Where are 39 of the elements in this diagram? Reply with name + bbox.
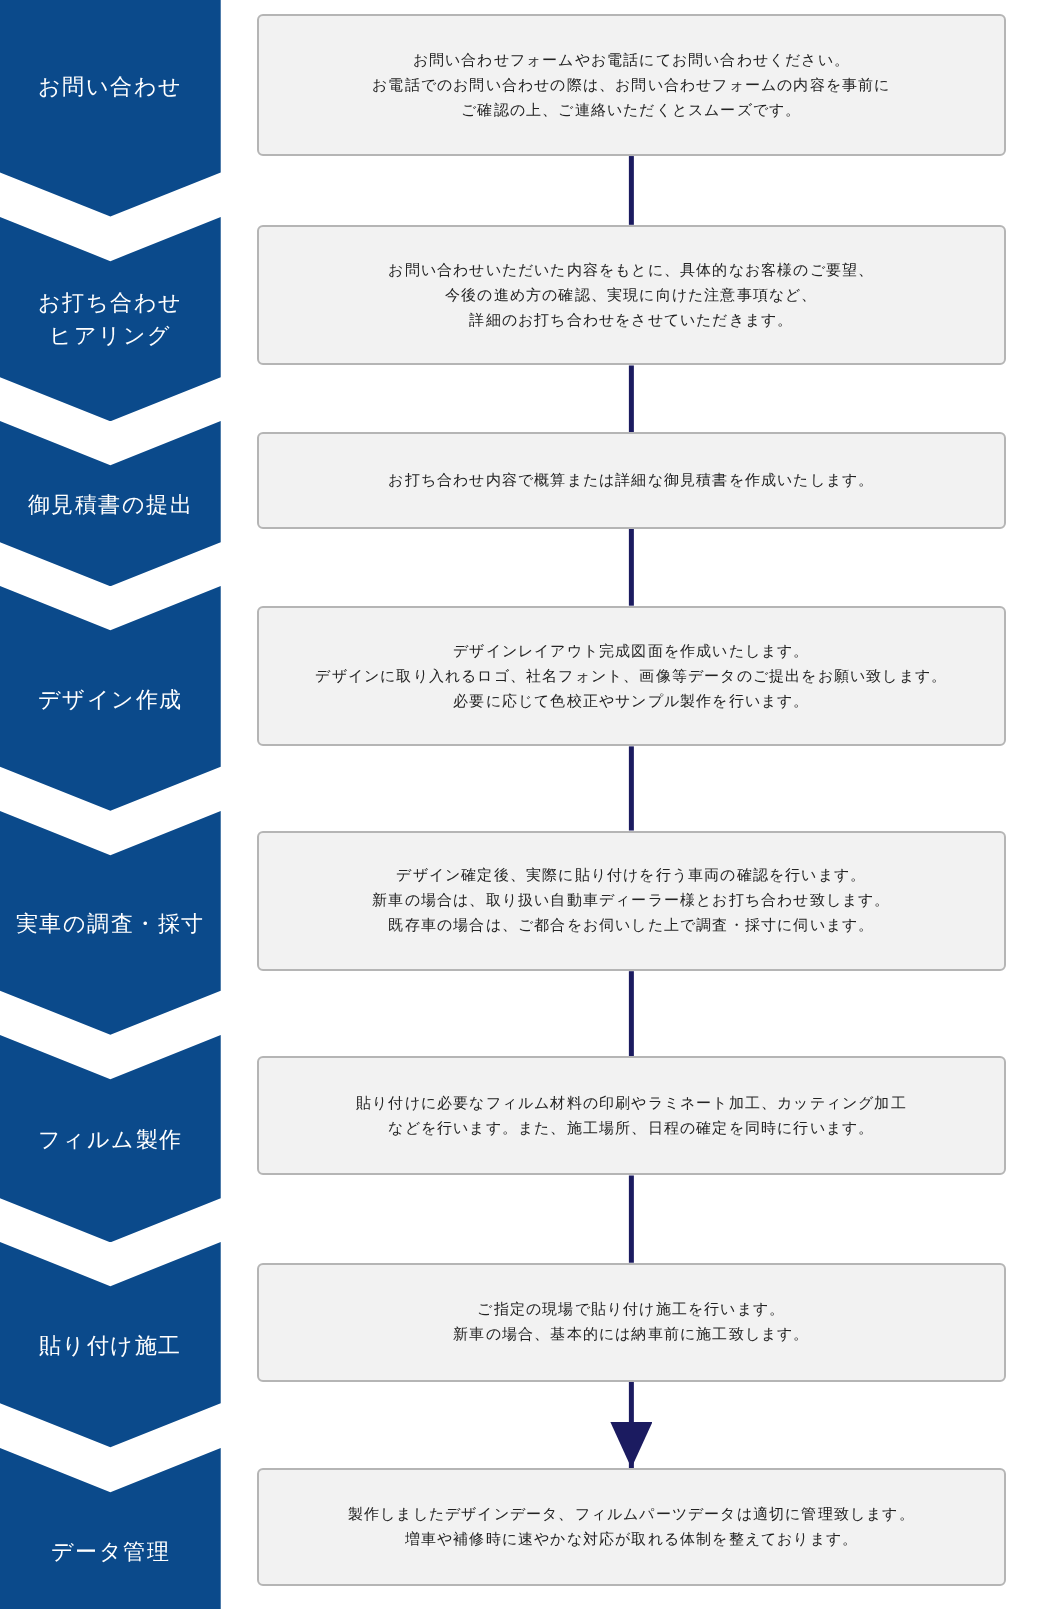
step-description: 製作しましたデザインデータ、フィルムパーツデータは適切に管理致します。増車や補修時に速やかな対応が取れる体制を整えております。	[347, 1505, 915, 1550]
step-band	[0, 1447, 221, 1609]
step-band	[0, 811, 221, 1035]
step-title: デザイン作成	[36, 685, 184, 714]
step-description: ご指定の現場で貼り付け施工を行います。新車の場合、基本的には納車前に施工致します。	[453, 1300, 810, 1345]
step-band	[0, 216, 221, 421]
step-box	[256, 224, 1007, 366]
step-description: 貼り付けに必要なフィルム材料の印刷やラミネート加工、カッティング加工などを行います。また、施工場所、日程の確定を同時に行います。	[355, 1093, 907, 1138]
step-title: フィルム製作	[36, 1125, 184, 1153]
step-description: デザイン確定後、実際に貼り付けを行う車両の確認を行います。新車の場合は、取り扱い自動車ディーラー様とお打ち合わせ致します。既存車の場合は、ご都合をお伺いした上で調査・採寸に伺います。	[372, 866, 891, 936]
step-description: お打ち合わせ内容で概算または詳細な御見積書を作成いたします。	[388, 470, 875, 490]
step-title: 御見積書の提出	[26, 490, 195, 519]
step-box	[256, 1056, 1007, 1176]
step-description: お問い合わせいただいた内容をもとに、具体的なお客様のご要望、今後の進め方の確認、実現に向けた注意事項など、詳細のお打ち合わせをさせていただきます。	[388, 260, 875, 330]
connector-line	[628, 746, 634, 831]
arrow	[610, 1381, 653, 1469]
step-band	[0, 0, 221, 217]
connector-line	[628, 971, 634, 1057]
step-description: お問い合わせフォームやお電話にてお問い合わせください。お電話でのお問い合わせの際は、お問い合わせフォームの内容を事前にご確認の上、ご連絡いただくとスムーズです。	[372, 50, 891, 120]
step-band	[0, 1242, 221, 1448]
step-box	[256, 432, 1007, 529]
step-box	[256, 1262, 1007, 1382]
step-band	[0, 420, 221, 587]
step-title: データ管理	[49, 1537, 172, 1566]
step-title: 実車の調査・採寸	[14, 909, 206, 938]
step-band	[0, 586, 221, 812]
step-title: お問い合わせ	[36, 72, 184, 101]
step-box	[256, 605, 1007, 747]
step-box	[256, 1468, 1007, 1587]
step-box	[256, 830, 1007, 972]
step-description: デザインレイアウト完成図面を作成いたします。デザインに取り入れるロゴ、社名フォント、画像等データのご提出をお願い致します。必要に応じて色校正やサンプル製作を行います。	[315, 641, 948, 711]
connector-line	[628, 156, 634, 225]
connector-line	[628, 1175, 634, 1263]
step-title: 貼り付け施工	[37, 1331, 183, 1360]
step-box	[256, 14, 1007, 157]
connector-line	[628, 365, 634, 433]
step-band	[0, 1034, 221, 1243]
step-title: お打ち合わせヒアリング	[36, 288, 184, 350]
connector-line	[628, 528, 634, 606]
